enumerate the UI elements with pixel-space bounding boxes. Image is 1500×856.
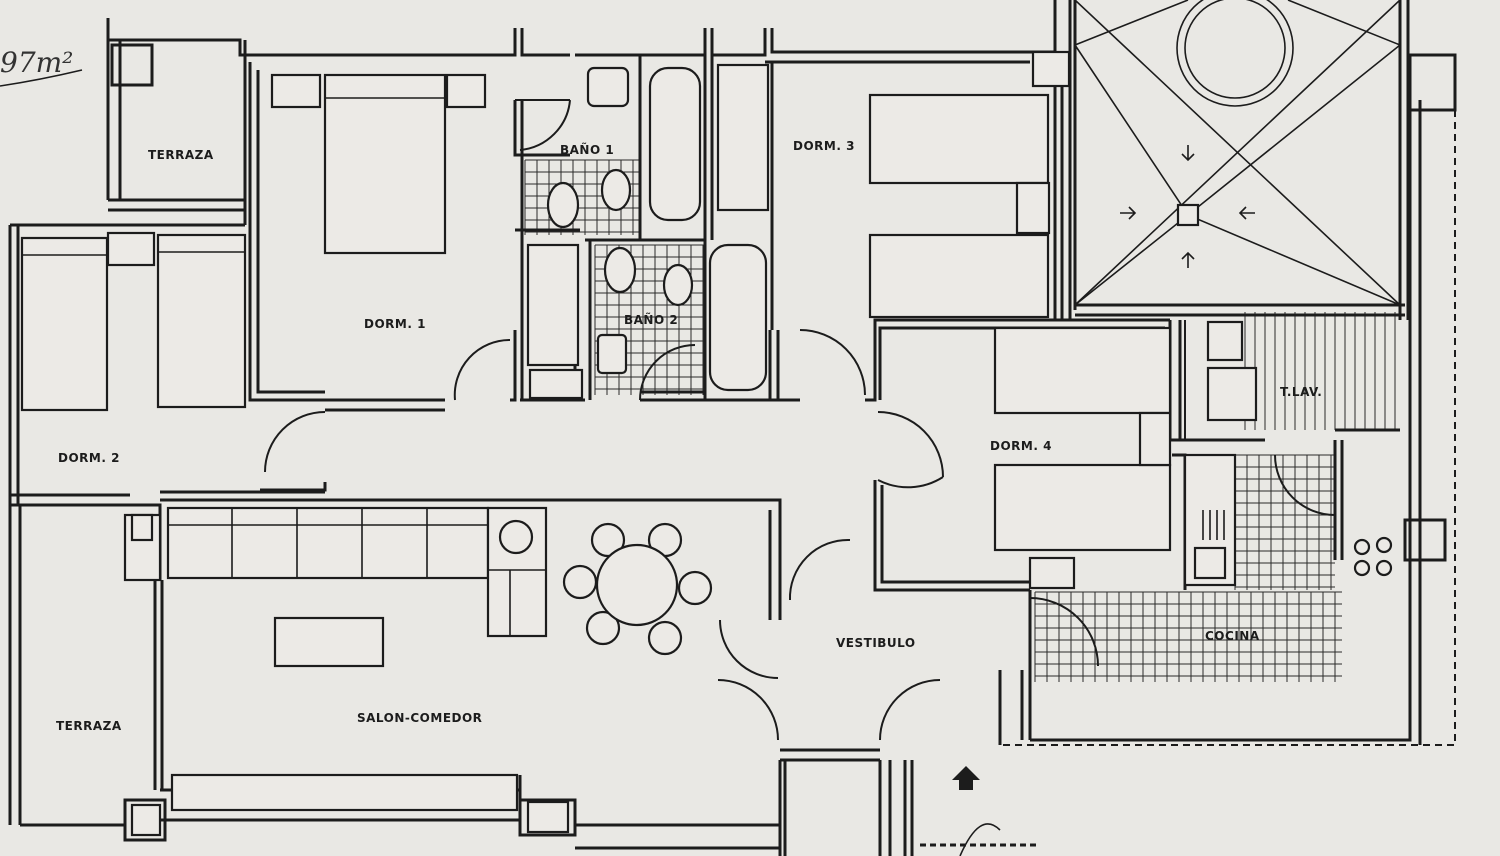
signature-scribble <box>959 823 1001 856</box>
doors <box>264 99 1336 741</box>
label-cocina: COCINA <box>1205 629 1260 643</box>
entrance-arrow-icon <box>952 766 980 790</box>
label-vestibulo: VESTIBULO <box>836 636 916 650</box>
inward-arrow-icon <box>1120 145 1255 268</box>
label-dorm4: DORM. 4 <box>990 439 1052 453</box>
tile-patterns <box>524 159 1396 682</box>
label-salon-comedor: SALON-COMEDOR <box>357 711 482 725</box>
label-bano1: BAÑO 1 <box>560 142 614 157</box>
room-labels: TERRAZA DORM. 1 BAÑO 1 DORM. 3 BAÑO 2 DO… <box>56 139 1322 733</box>
label-tlav: T.LAV. <box>1280 385 1322 399</box>
label-terraza-left: TERRAZA <box>56 719 122 733</box>
area-annotation: 97m² <box>0 46 73 79</box>
label-terraza-top: TERRAZA <box>148 148 214 162</box>
label-bano2: BAÑO 2 <box>624 312 678 327</box>
area-annotation-underline <box>0 69 83 87</box>
label-dorm1: DORM. 1 <box>364 317 426 331</box>
furniture <box>20 63 1393 837</box>
label-dorm3: DORM. 3 <box>793 139 855 153</box>
patio <box>1031 0 1401 306</box>
label-dorm2: DORM. 2 <box>58 451 120 465</box>
